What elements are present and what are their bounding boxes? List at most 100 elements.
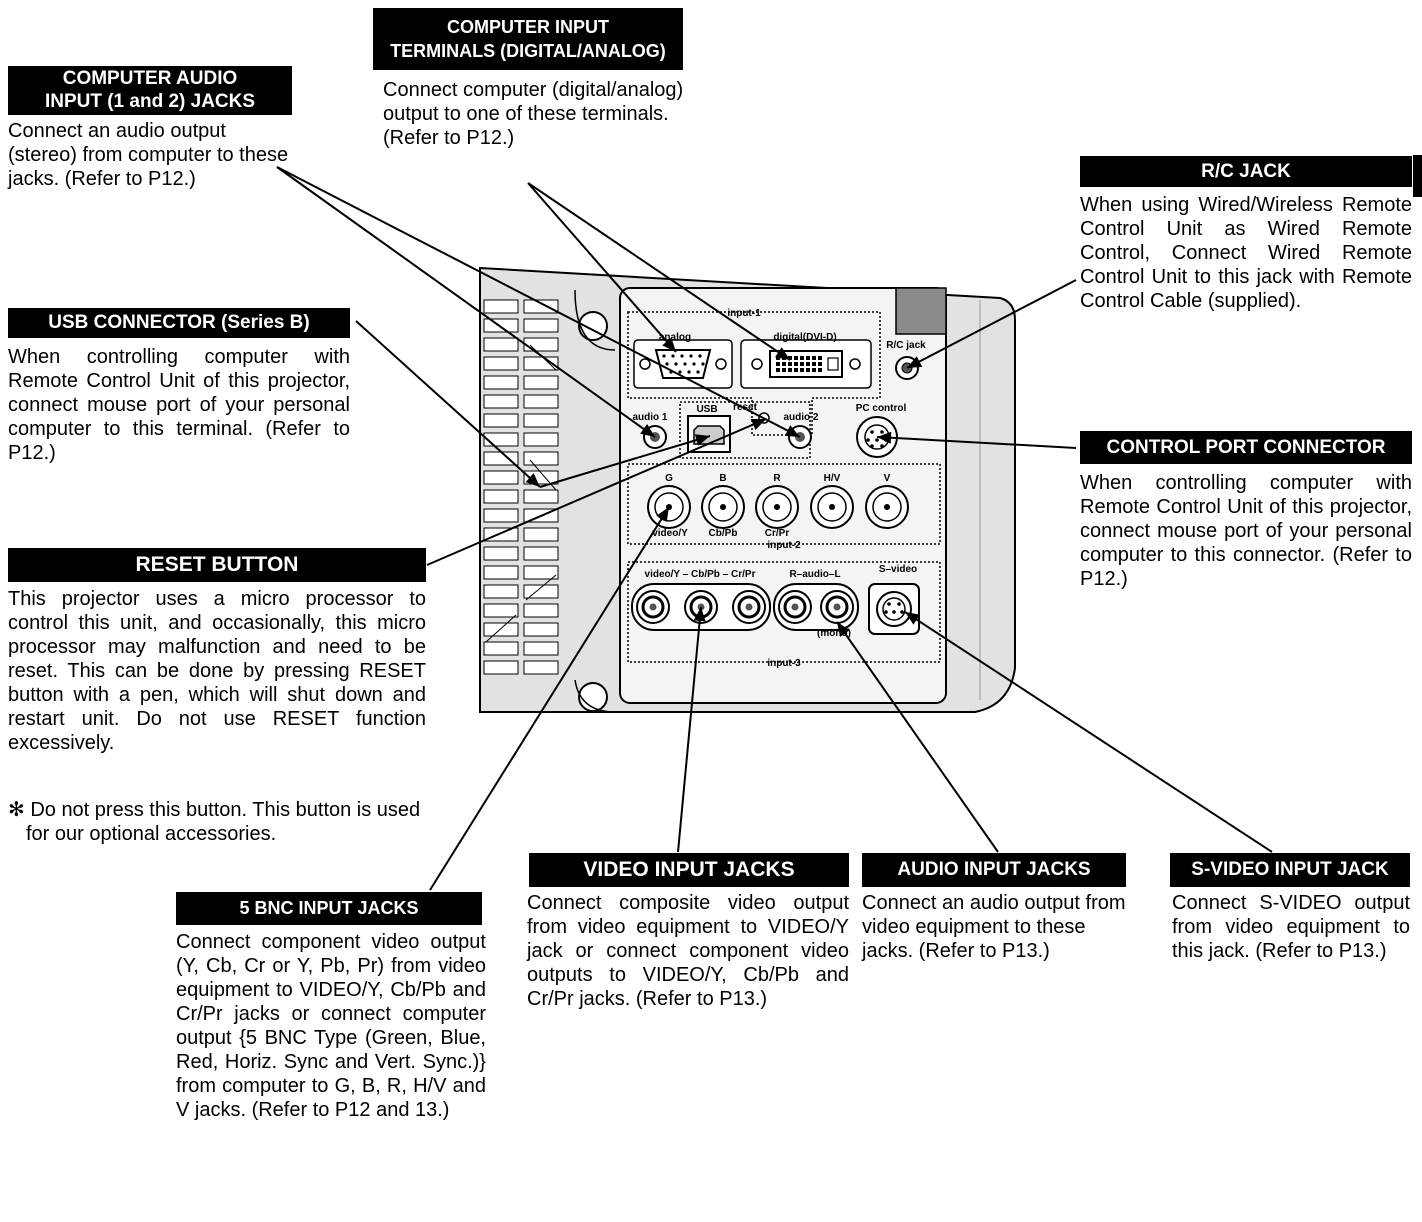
vent-grille [483,299,559,675]
panel-cover-block [895,287,947,335]
leader-line [876,436,1077,449]
mount-recess-bottom [574,679,616,713]
rca-jack-hole [649,603,657,611]
vga-screw-right [715,358,727,370]
vent-slat [523,432,559,447]
leader-lines [276,166,1273,891]
dvi-pin [782,368,786,372]
reset-text: This projector uses a micro processor to… [8,588,426,754]
computer-audio-title-1: COMPUTER AUDIO [62,68,238,89]
vent-slat [483,394,519,409]
leader-line [429,506,670,891]
rca-jack-hole [745,603,753,611]
control-port-text: When controlling computer with Remote Co… [1080,472,1412,590]
label-svideo: S–video [879,564,917,575]
dvi-pin [806,356,810,360]
reset-title: RESET BUTTON [135,553,299,576]
dvi-screw-left [751,358,763,370]
dvi-pin [800,356,804,360]
vga-pin [683,362,687,366]
vga-pin [678,370,682,374]
vga-pin [701,362,705,366]
vent-slat [483,337,519,352]
label-pc-control: PC control [856,403,907,414]
label-input-1: input-1 [727,308,761,319]
label-audio-2: audio 2 [783,412,818,423]
bnc-text: Connect component video output (Y, Cb, C… [176,931,486,1121]
leader-line [276,166,656,438]
leader-arrowhead [640,423,655,437]
vent-slat [523,299,559,314]
bnc-title: 5 BNC INPUT JACKS [239,898,419,918]
label-audio-row: R–audio–L [789,569,840,580]
pc-control-pin [870,444,874,448]
svideo-text: Connect S-VIDEO output from video equipm… [1172,892,1410,962]
svideo-title: S-VIDEO INPUT JACK [1191,859,1389,880]
vga-pins [662,354,705,374]
vent-slat [483,584,519,599]
dvi-pin [806,368,810,372]
leader-arrowhead [525,473,540,487]
dvi-pin [800,368,804,372]
dvi-pin [812,368,816,372]
leader-arrowhead [837,622,850,637]
pc-control-pin [875,438,879,442]
audio-header: AUDIO INPUT JACKS [862,853,1126,887]
computer-input-title-2: TERMINALS (DIGITAL/ANALOG) [390,41,666,61]
dvi-pin [818,362,822,366]
computer-input-title-1: COMPUTER INPUT [447,17,609,37]
leader-arrowhead [907,356,923,368]
vga-pin [662,354,666,358]
svideo-inner [882,597,906,621]
computer-audio-header: COMPUTER AUDIO INPUT (1 and 2) JACKS [8,66,292,115]
vent-slat [523,603,559,618]
pc-control-pin [880,444,884,448]
leader-arrowhead [750,419,766,431]
usb-header: USB CONNECTOR (Series B) [8,308,350,338]
dvi-pin [806,362,810,366]
vent-slat [483,508,519,523]
dvi-pin [788,362,792,366]
audio-text: Connect an audio output from video equip… [862,892,1126,962]
vent-slat [483,299,519,314]
dvi-pins [776,356,839,372]
vent-slat [523,356,559,371]
dvi-pin [776,368,780,372]
label-usb: USB [696,404,717,415]
vent-slat [523,660,559,675]
leader-line [527,182,677,353]
dvi-pin [818,356,822,360]
audio-title: AUDIO INPUT JACKS [897,859,1091,880]
svideo-pin [900,610,904,614]
dvi-pin [818,368,822,372]
control-port-title: CONTROL PORT CONNECTOR [1106,437,1386,458]
reset-header: RESET BUTTON [8,548,426,582]
label-r: R [773,473,781,484]
vga-pin [671,354,675,358]
vent-slat [523,565,559,580]
vent-slat [523,337,559,352]
vent-slat [523,318,559,333]
leader-line [527,182,791,361]
leader-line [276,166,801,438]
pc-control-pin [870,430,874,434]
dvi-pin [788,356,792,360]
dvi-pin [812,356,816,360]
video-text: Connect composite video output from vide… [527,892,849,1010]
label-v: V [884,473,891,484]
dvi-pin [812,362,816,366]
vent-slat [523,413,559,428]
dvi-pin [776,356,780,360]
rc-jack-text: When using Wired/Wireless Remote Control… [1080,194,1412,312]
bnc-jack-pin [829,504,835,510]
control-port-header: CONTROL PORT CONNECTOR [1080,431,1412,464]
mounting-hole-bottom [578,682,608,712]
computer-audio-title-2: INPUT (1 and 2) JACKS [44,91,256,112]
vga-pin [689,354,693,358]
vent-slat [523,641,559,656]
dvi-pin [800,362,804,366]
label-mono: (mono) [817,628,851,639]
vga-pin [665,362,669,366]
label-audio-1: audio 1 [632,412,667,423]
label-analog: analog [659,332,691,343]
